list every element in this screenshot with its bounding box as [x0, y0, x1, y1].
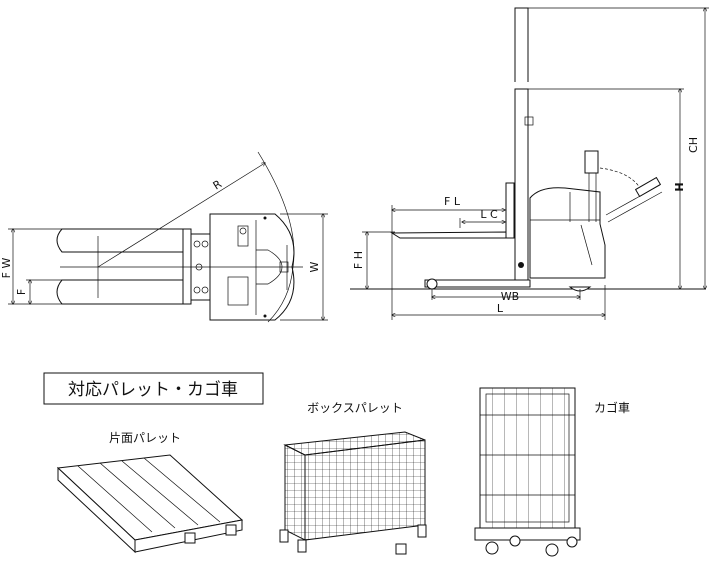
cage-cart-drawing: [474, 387, 581, 557]
label-l: L: [497, 302, 504, 315]
pallets-heading-box: [43, 372, 264, 405]
label-lc: L C: [480, 208, 498, 221]
single-sided-pallet-drawing: [56, 454, 244, 554]
label-w: W: [308, 261, 321, 272]
forks-top: [56, 228, 190, 305]
label-f: F: [15, 289, 28, 295]
box-pallet-drawing: [279, 431, 427, 555]
fork-side: [390, 182, 515, 239]
label-ch: CH: [687, 137, 700, 153]
turning-radius-arc: [257, 151, 295, 323]
label-box-pallet: ボックスパレット: [307, 401, 403, 415]
label-fl: F L: [444, 195, 461, 208]
compatible-pallets: 対応パレット・カゴ車 片面パレット ボックスパレット カゴ車: [43, 372, 630, 557]
label-h: H: [672, 182, 685, 191]
label-fh: F H: [352, 251, 365, 269]
label-fw: F W: [0, 258, 13, 279]
side-view: F L L C F H WB L H CH: [350, 8, 709, 320]
label-wb: WB: [501, 290, 519, 303]
label-cage-cart: カゴ車: [594, 400, 630, 415]
label-r: R: [211, 177, 225, 192]
label-single-sided-pallet: 片面パレット: [109, 431, 181, 445]
top-view: R F W F W: [0, 151, 328, 323]
turning-radius-line: [97, 163, 265, 268]
truck-body-side: [518, 150, 663, 279]
fork-backrest: [182, 228, 192, 305]
pallets-heading: 対応パレット・カゴ車: [68, 379, 238, 400]
